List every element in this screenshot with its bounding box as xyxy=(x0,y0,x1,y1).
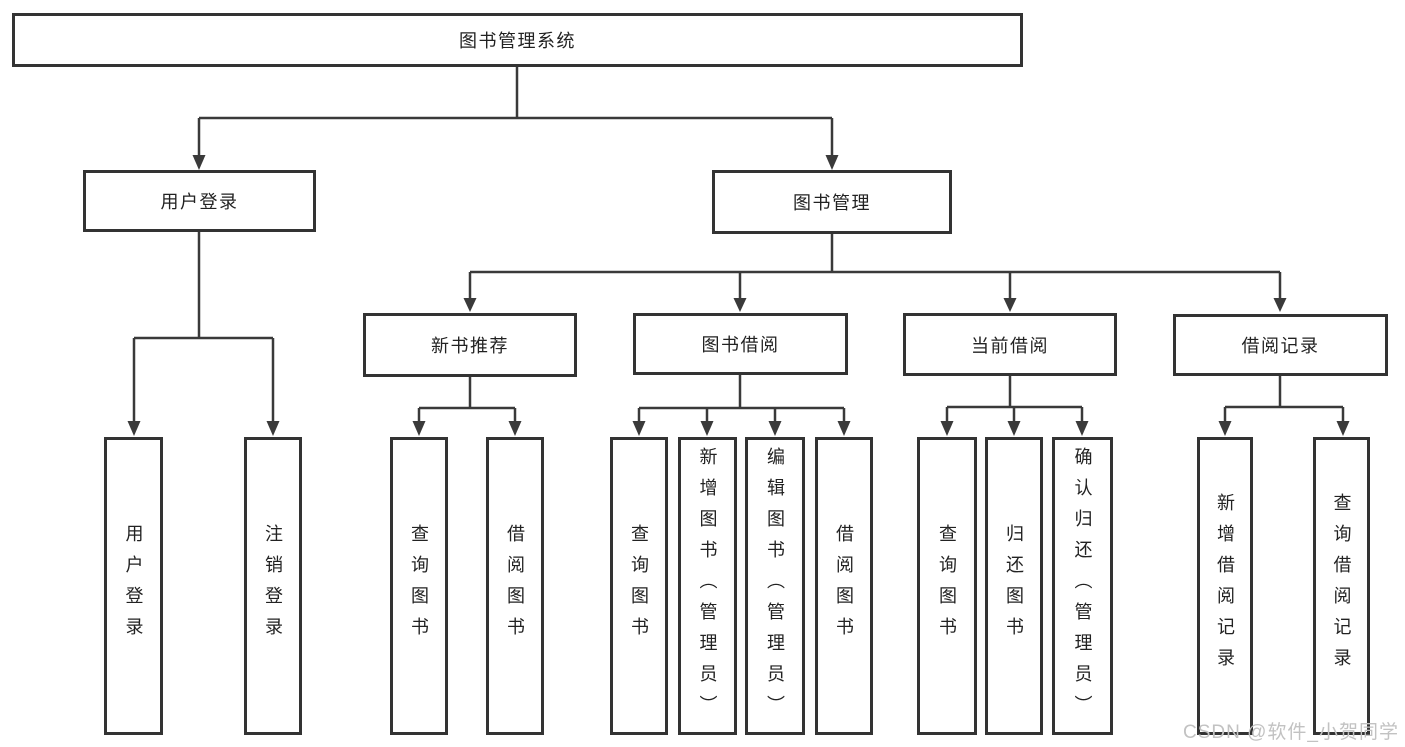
leaf-add-borrow-record: 新增借阅记录 xyxy=(1197,437,1253,735)
leaf-add-books-admin: 新增图书（管理员） xyxy=(678,437,737,735)
leaf-edit-books-admin: 编辑图书（管理员） xyxy=(745,437,805,735)
leaf-query-books-1: 查询图书 xyxy=(390,437,448,735)
leaf-query-borrow-record: 查询借阅记录 xyxy=(1313,437,1370,735)
node-book-borrow-label: 图书借阅 xyxy=(701,335,780,355)
node-book-management: 图书管理 xyxy=(712,170,952,234)
leaf-edit-books-admin-label: 编辑图书（管理员） xyxy=(765,446,785,726)
node-current-borrow-label: 当前借阅 xyxy=(971,335,1049,356)
leaf-confirm-return-admin-label: 确认归还（管理员） xyxy=(1072,446,1093,726)
node-new-book-recommend-label: 新书推荐 xyxy=(431,336,509,356)
leaf-query-books-2: 查询图书 xyxy=(610,437,668,735)
node-borrow-records-label: 借阅记录 xyxy=(1241,336,1320,356)
leaf-query-books-2-label: 查询图书 xyxy=(629,524,649,648)
node-current-borrow: 当前借阅 xyxy=(903,313,1117,376)
leaf-return-books: 归还图书 xyxy=(985,437,1043,735)
node-borrow-records: 借阅记录 xyxy=(1173,314,1388,376)
leaf-add-books-admin-label: 新增图书（管理员） xyxy=(697,446,718,726)
leaf-borrow-books-2-label: 借阅图书 xyxy=(834,524,854,648)
leaf-confirm-return-admin: 确认归还（管理员） xyxy=(1052,437,1113,735)
leaf-logout-label: 注销登录 xyxy=(263,524,283,648)
leaf-user-login: 用户登录 xyxy=(104,437,163,735)
leaf-borrow-books-1-label: 借阅图书 xyxy=(505,524,525,648)
leaf-user-login-label: 用户登录 xyxy=(123,524,144,648)
node-user-login: 用户登录 xyxy=(83,170,316,232)
node-book-management-label: 图书管理 xyxy=(793,193,871,213)
node-book-borrow: 图书借阅 xyxy=(633,313,848,375)
node-root: 图书管理系统 xyxy=(12,13,1023,67)
node-root-label: 图书管理系统 xyxy=(459,31,576,51)
leaf-return-books-label: 归还图书 xyxy=(1004,524,1024,648)
leaf-query-books-1-label: 查询图书 xyxy=(409,524,429,648)
leaf-add-borrow-record-label: 新增借阅记录 xyxy=(1215,493,1235,679)
leaf-query-books-3: 查询图书 xyxy=(917,437,977,735)
node-user-login-label: 用户登录 xyxy=(160,192,239,212)
node-new-book-recommend: 新书推荐 xyxy=(363,313,577,377)
csdn-watermark: CSDN @软件_小贺同学 xyxy=(1183,722,1399,743)
leaf-query-books-3-label: 查询图书 xyxy=(937,524,957,648)
leaf-query-borrow-record-label: 查询借阅记录 xyxy=(1331,493,1352,679)
leaf-logout: 注销登录 xyxy=(244,437,302,735)
leaf-borrow-books-1: 借阅图书 xyxy=(486,437,544,735)
leaf-borrow-books-2: 借阅图书 xyxy=(815,437,873,735)
